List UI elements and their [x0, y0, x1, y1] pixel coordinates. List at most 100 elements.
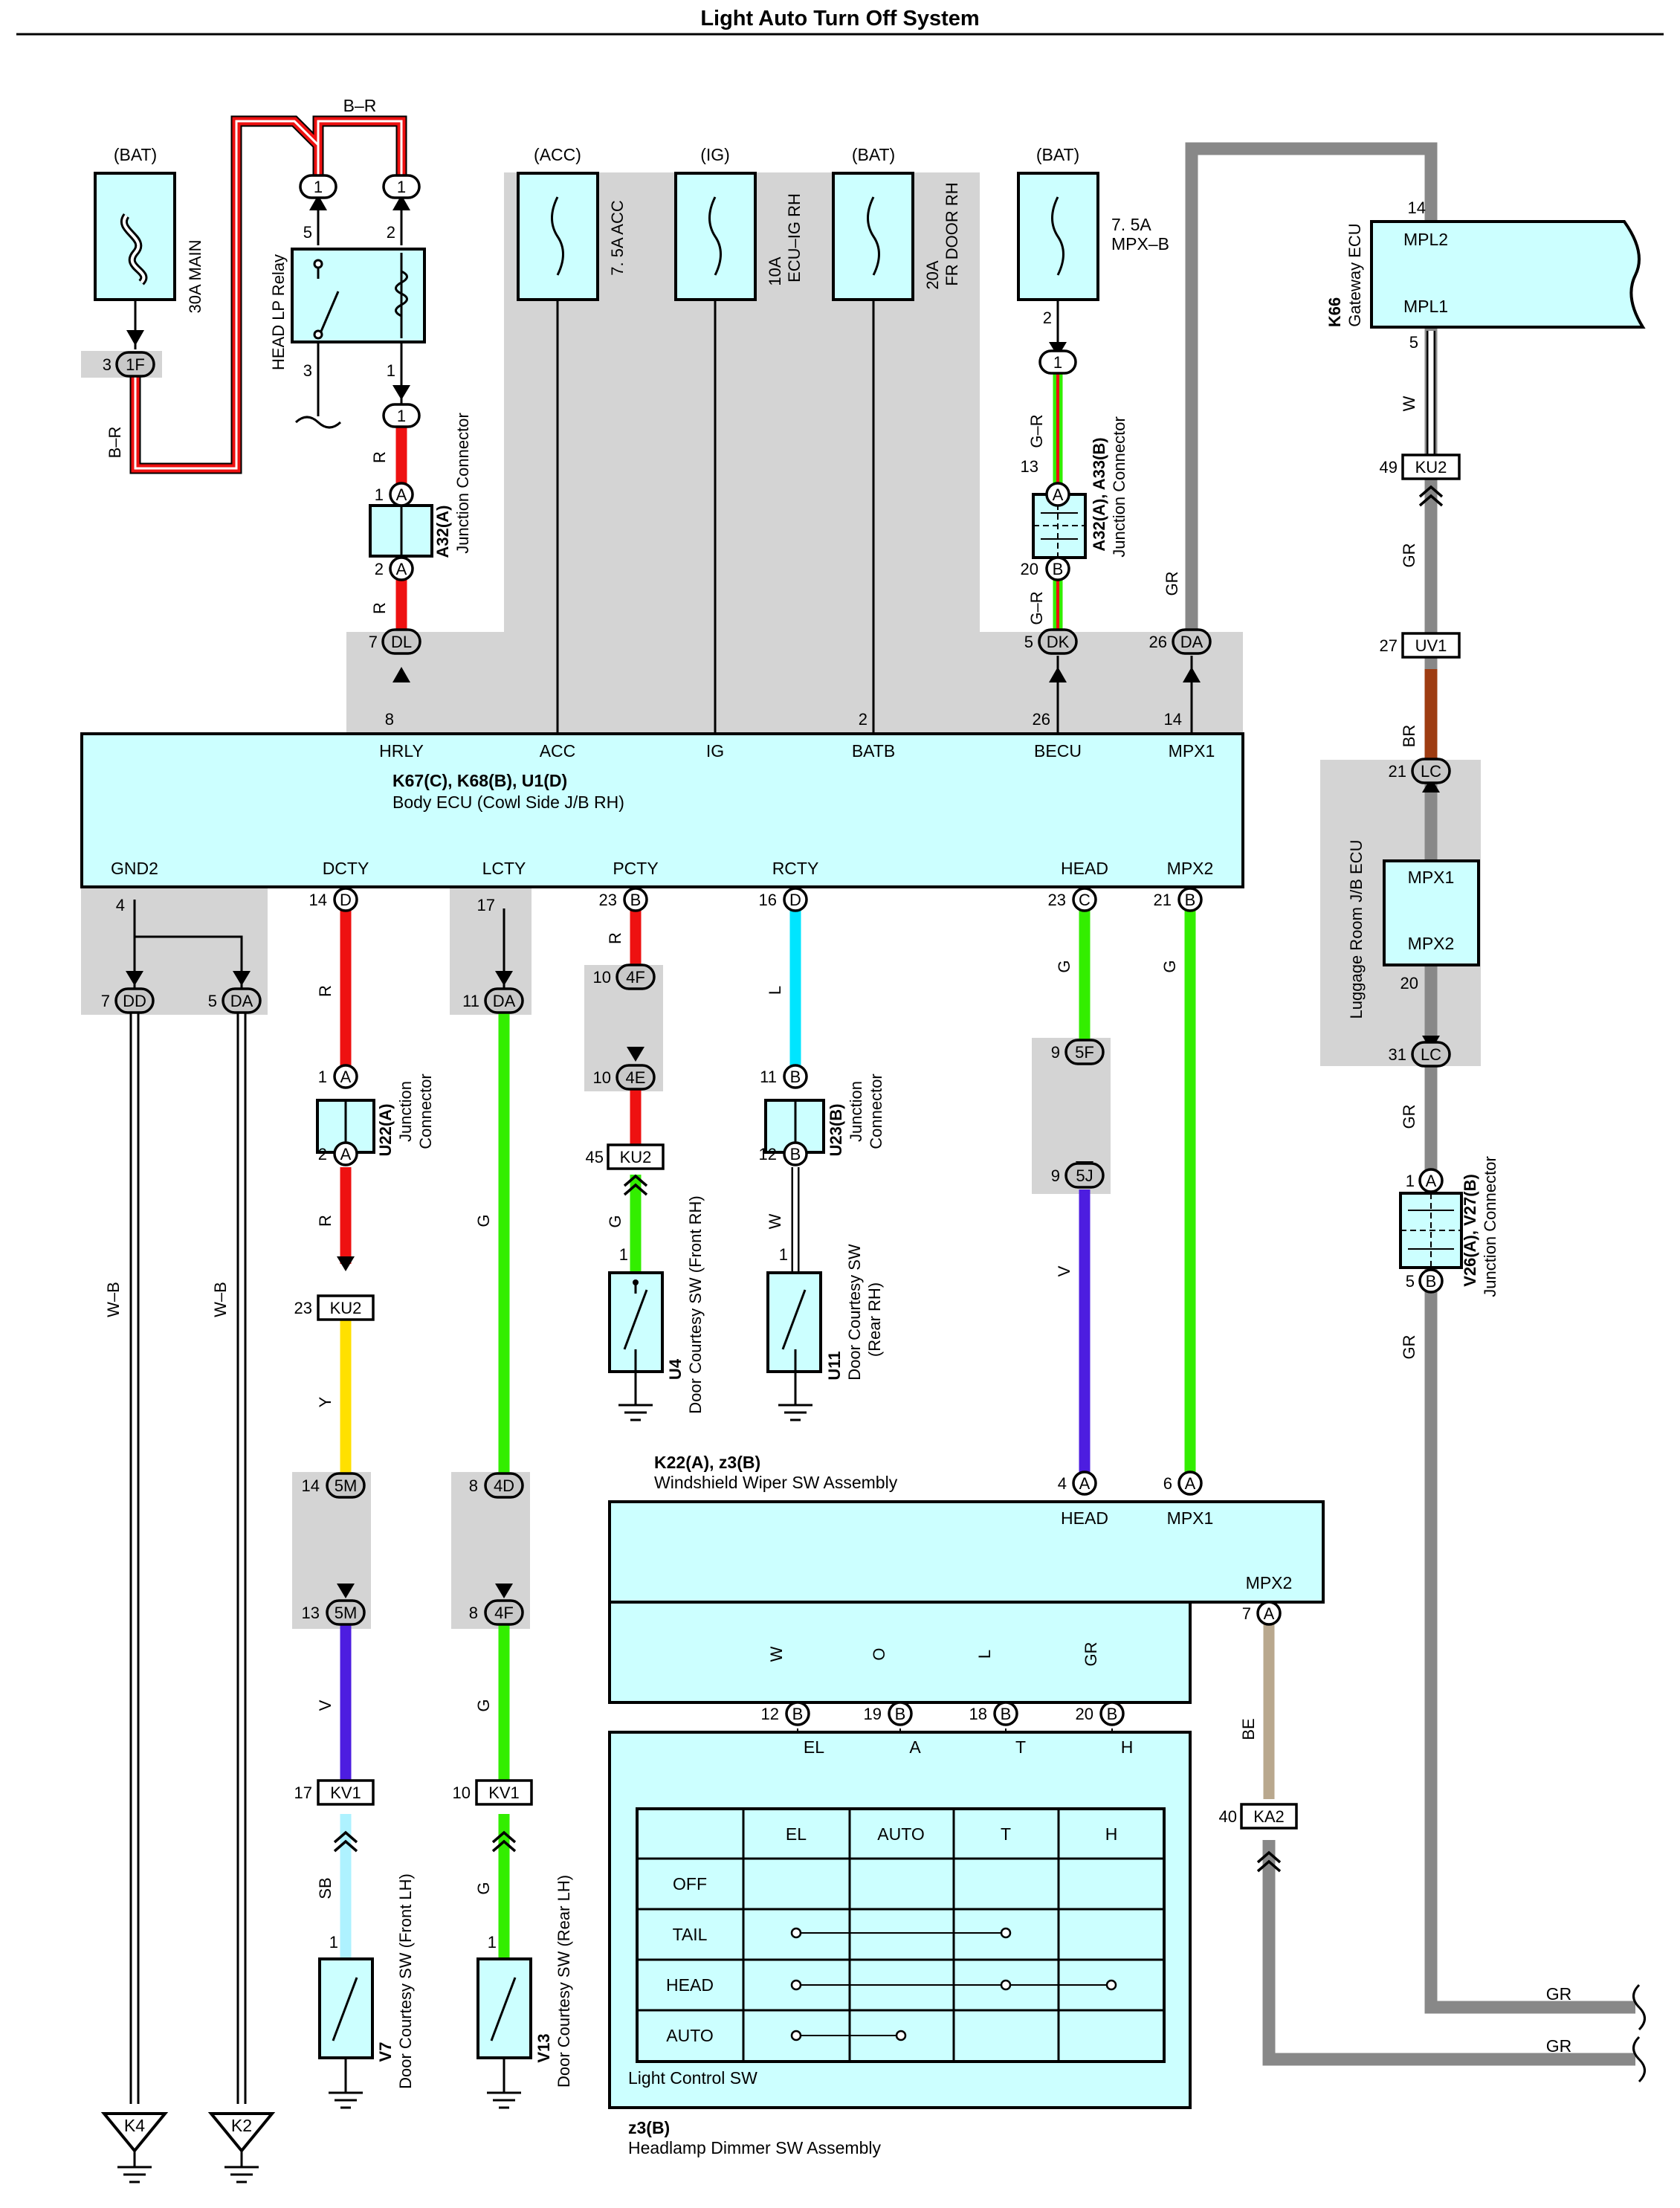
- label-wires-r: R: [606, 932, 624, 944]
- conn-ka2: KA2: [1253, 1807, 1285, 1826]
- label-pins-p20: 20: [1076, 1705, 1093, 1723]
- label-wires-g: G: [474, 1882, 493, 1894]
- label-pins-p3: 3: [303, 361, 312, 380]
- conn-kv1-2: KV1: [488, 1783, 520, 1802]
- label-wires-g: G: [474, 1699, 493, 1711]
- label-wires-g: G: [606, 1215, 624, 1227]
- label-wires-w: W: [766, 1213, 784, 1229]
- light-control-table: [636, 1807, 1166, 2063]
- label-a32a-code: A32(A): [433, 506, 452, 558]
- conn-b-8: B: [895, 1705, 906, 1723]
- label-pins-p5: 5: [208, 992, 217, 1010]
- label-wires-br: BR: [1400, 725, 1418, 748]
- dimmer-term-h: H: [1121, 1737, 1134, 1757]
- conn-5j: 5J: [1076, 1166, 1093, 1185]
- label-pins-p14: 14: [309, 891, 327, 909]
- label-pins-p16: 16: [759, 891, 777, 909]
- conn-b-3: B: [1185, 891, 1196, 909]
- label-wires-wb: W–B: [211, 1282, 230, 1317]
- conn-a-5: A: [340, 1145, 352, 1163]
- head-lp-relay: [291, 248, 426, 343]
- label-wires-l: L: [975, 1650, 994, 1659]
- label-pins-p5: 5: [1024, 633, 1033, 651]
- label-pins-p7: 7: [101, 992, 110, 1010]
- conn-a-6: A: [1426, 1172, 1437, 1190]
- ground-k4: [100, 2112, 169, 2183]
- conn-da-gnd: DA: [230, 992, 253, 1010]
- switch-u11: [766, 1271, 822, 1421]
- label-ecu-ig-rh: ECU–IG RH: [785, 193, 804, 283]
- conn-dd: DD: [123, 992, 146, 1010]
- label-wires-r: R: [316, 1215, 335, 1227]
- fuse-bat-main: [94, 172, 176, 301]
- label-wires-v: V: [316, 1699, 335, 1711]
- label-pins-p6: 6: [1163, 1474, 1172, 1493]
- vertical-labels: 30A MAIN HEAD LP Relay 7. 5A ACC 10A ECU…: [104, 182, 1499, 2089]
- label-u11-name1: Door Courtesy SW: [845, 1244, 864, 1381]
- conn-5m-2: 5M: [335, 1604, 358, 1622]
- label-wires-o: O: [870, 1647, 888, 1660]
- term-head: HEAD: [1061, 859, 1108, 878]
- label-pins-p1: 1: [387, 361, 395, 380]
- page-title: Light Auto Turn Off System: [700, 7, 979, 30]
- conn-d-1: D: [340, 891, 352, 909]
- label-pins-p17: 17: [477, 896, 495, 914]
- term-ig: IG: [706, 741, 724, 761]
- conn-4f-2: 4F: [494, 1604, 514, 1622]
- label-pins-p2: 2: [859, 710, 868, 729]
- label-pins-p21: 21: [1389, 762, 1406, 781]
- conn-uv1: UV1: [1415, 636, 1447, 655]
- component-labels: (BAT) (ACC) (IG) (BAT) (BAT) B–R 7. 5A M…: [111, 96, 1571, 2157]
- conn-b-2: B: [630, 891, 642, 909]
- conn-b-7: B: [792, 1705, 804, 1723]
- label-pins-p14: 14: [1408, 198, 1426, 217]
- term-pcty: PCTY: [613, 859, 658, 878]
- label-pins-p45: 45: [586, 1148, 604, 1166]
- label-pins-p31: 31: [1389, 1045, 1406, 1064]
- label-u22-name2: Connector: [416, 1074, 435, 1149]
- conn-b-4: B: [790, 1068, 801, 1086]
- junction-v26-v27: [1399, 1192, 1463, 1269]
- label-10a: 10A: [766, 256, 784, 285]
- label-wires-w: W: [767, 1646, 786, 1662]
- table-col-t: T: [1001, 1824, 1011, 1844]
- label-wires-r: R: [316, 985, 335, 997]
- switch-u4: [608, 1271, 664, 1421]
- chevrons: [333, 485, 1444, 1873]
- conn-ku2-1: KU2: [1415, 458, 1447, 477]
- conn-c: C: [1079, 891, 1091, 909]
- label-pins-p5: 5: [303, 223, 312, 242]
- term-dcty: DCTY: [323, 859, 369, 878]
- label-pins-p7: 7: [369, 633, 378, 651]
- label-u23-code: U23(B): [827, 1104, 845, 1157]
- label-wires-wb: W–B: [104, 1282, 123, 1317]
- label-u23-name2: Connector: [867, 1074, 885, 1149]
- label-mpl1: MPL1: [1403, 297, 1448, 316]
- conn-1-c: 1: [397, 407, 406, 425]
- conn-1-a: 1: [314, 178, 323, 196]
- label-wires-sb: SB: [316, 1877, 335, 1899]
- label-u11-code: U11: [825, 1351, 844, 1380]
- label-pins-p26: 26: [1033, 710, 1050, 729]
- label-pins-p1: 1: [779, 1245, 788, 1264]
- body-ecu-code: K67(C), K68(B), U1(D): [392, 771, 567, 790]
- term-mpx1: MPX1: [1169, 741, 1215, 761]
- wiper-term-head: HEAD: [1061, 1508, 1108, 1528]
- term-batb: BATB: [852, 741, 895, 761]
- table-col-h: H: [1105, 1824, 1118, 1844]
- label-wires-v: V: [1055, 1265, 1073, 1276]
- conn-b-5: B: [790, 1145, 801, 1163]
- label-u22-code: U22(A): [376, 1104, 395, 1157]
- label-gateway-ecu: Gateway ECU: [1345, 223, 1364, 326]
- label-pins-p5: 5: [1406, 1272, 1415, 1291]
- label-pins-p8: 8: [385, 710, 394, 729]
- conn-d-2: D: [789, 891, 801, 909]
- conn-a-1: A: [396, 485, 407, 504]
- label-bat-3: (BAT): [1036, 145, 1079, 164]
- conn-a-7: A: [1079, 1474, 1091, 1493]
- label-v26-code: V26(A), V27(B): [1461, 1174, 1479, 1287]
- label-pins-p4: 4: [116, 896, 125, 914]
- connectors: [114, 174, 1461, 1830]
- conn-a-3: A: [1053, 485, 1064, 504]
- ground-k2: [207, 2112, 276, 2183]
